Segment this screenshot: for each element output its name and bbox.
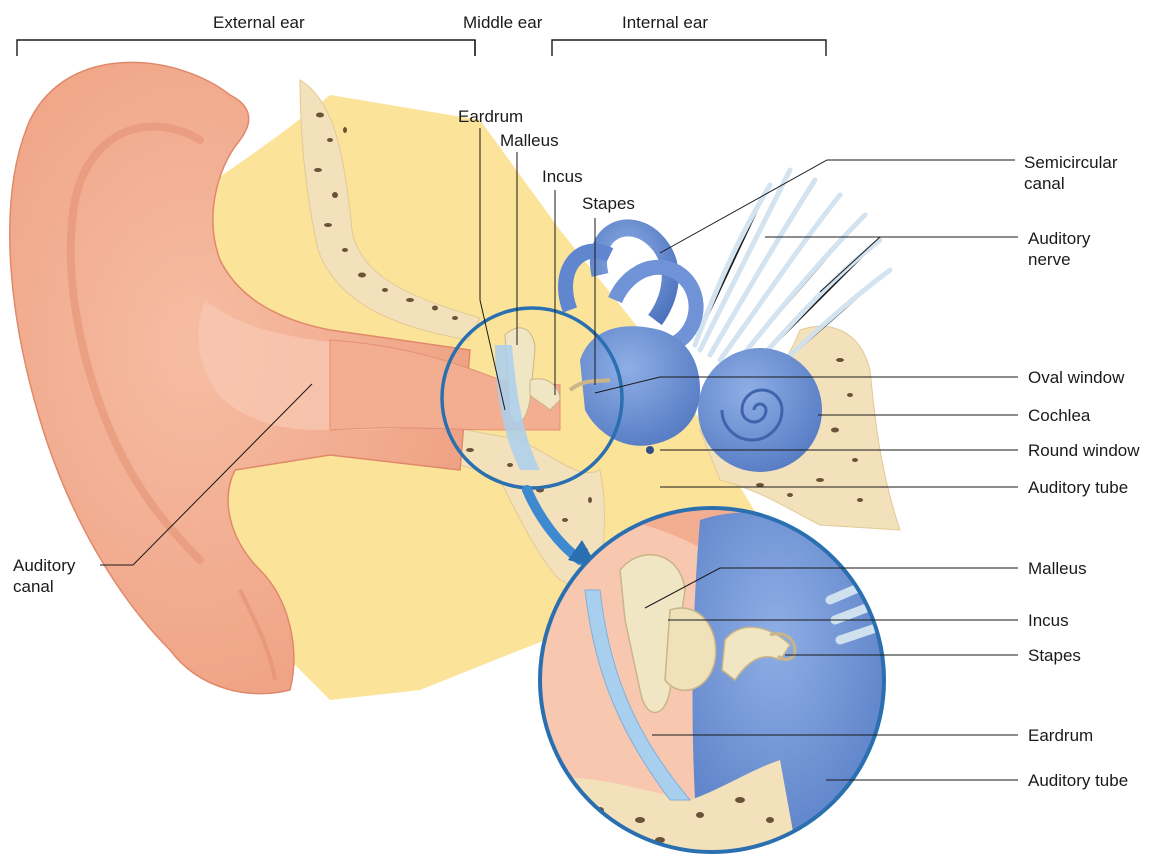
- label-round-window: Round window: [1028, 440, 1140, 461]
- label-incus-detail: Incus: [1028, 610, 1069, 631]
- label-incus-top: Incus: [542, 166, 583, 187]
- label-cochlea: Cochlea: [1028, 405, 1090, 426]
- region-label-external-ear: External ear: [213, 12, 305, 33]
- label-malleus-detail: Malleus: [1028, 558, 1087, 579]
- label-malleus-top: Malleus: [500, 130, 559, 151]
- label-stapes-detail: Stapes: [1028, 645, 1081, 666]
- label-semicircular-canal: Semicircular canal: [1024, 152, 1118, 194]
- label-oval-window: Oval window: [1028, 367, 1124, 388]
- region-label-internal-ear: Internal ear: [622, 12, 708, 33]
- region-label-middle-ear: Middle ear: [463, 12, 542, 33]
- label-auditory-tube-detail: Auditory tube: [1028, 770, 1128, 791]
- region-brackets: [17, 40, 826, 56]
- label-auditory-canal: Auditory canal: [13, 555, 75, 597]
- label-eardrum-top: Eardrum: [458, 106, 523, 127]
- label-auditory-nerve: Auditory nerve: [1028, 228, 1090, 270]
- leader-semicircular-canal: [660, 160, 1015, 253]
- label-eardrum-detail: Eardrum: [1028, 725, 1093, 746]
- label-auditory-tube-top: Auditory tube: [1028, 477, 1128, 498]
- label-stapes-top: Stapes: [582, 193, 635, 214]
- external-ear-bracket: [17, 40, 475, 56]
- internal-ear-bracket: [552, 40, 826, 56]
